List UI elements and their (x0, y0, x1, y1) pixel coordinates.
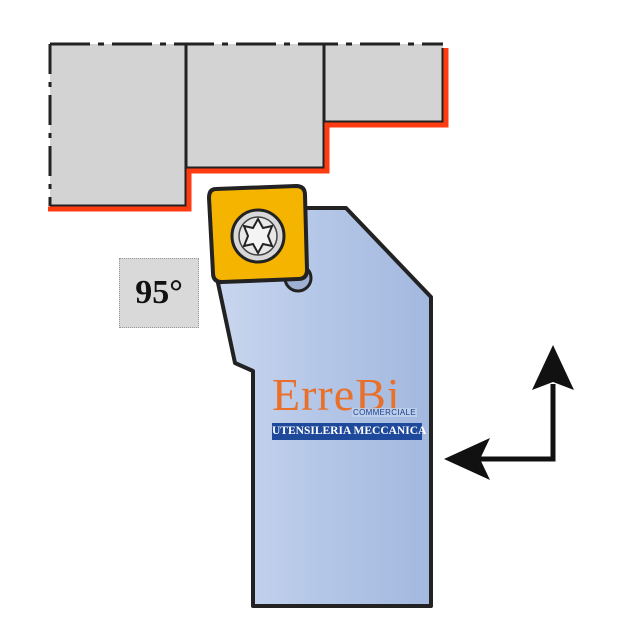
feed-direction-arrows-icon (444, 345, 574, 480)
torx-screw-icon (230, 208, 286, 264)
angle-label: 95° (135, 274, 183, 311)
brand-logo: ErreBi COMMERCIALE UTENSILERIA MECCANICA (272, 372, 426, 440)
brand-subtitle: COMMERCIALE (352, 408, 417, 417)
angle-label-box: 95° (119, 258, 199, 328)
cutting-insert (206, 183, 310, 285)
brand-tagline: UTENSILERIA MECCANICA (272, 423, 426, 440)
workpiece (48, 42, 449, 212)
machined-profile (50, 48, 445, 208)
